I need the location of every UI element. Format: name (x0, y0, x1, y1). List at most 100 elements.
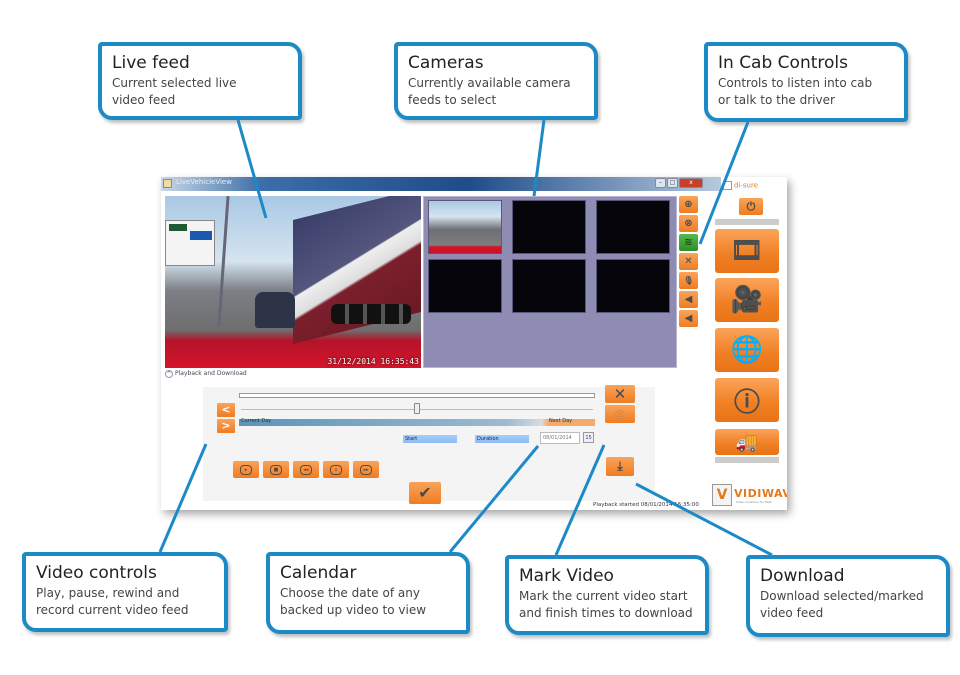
power-button[interactable]: ⏻ (739, 198, 763, 215)
scroll-down-bar[interactable] (715, 457, 779, 463)
download-button[interactable]: ⤓ (606, 457, 634, 476)
next-day-button[interactable]: > (217, 419, 235, 433)
stop-icon: ■ (270, 464, 282, 475)
clear-mark-button[interactable]: ✕ (605, 385, 635, 403)
chevron-up-icon: ^ (165, 370, 173, 378)
microphone-icon: 🎙 (683, 276, 694, 285)
live-feed-view[interactable]: 31/12/2014 16:35:43 (165, 196, 421, 368)
globe-icon: 🌐 (730, 335, 764, 365)
chevron-left-icon: < (221, 403, 231, 416)
brand-logo: di-sure (723, 181, 771, 195)
feed-scene (165, 220, 215, 266)
power-icon: ⏻ (746, 200, 756, 213)
info-button[interactable]: ⓘ (715, 378, 779, 422)
close-button[interactable]: x (679, 178, 703, 188)
play-icon: ▸ (240, 464, 252, 475)
truck-icon: 🚚 (735, 431, 759, 453)
rewind-button[interactable]: ◂◂ (293, 461, 319, 478)
playback-section-toggle[interactable]: ^Playback and Download (165, 370, 247, 378)
play-button[interactable]: ▸ (233, 461, 259, 478)
film-reel-icon: ⊗ (684, 218, 693, 229)
logo-text: di-sure (734, 181, 759, 190)
calendar-icon[interactable]: 15 (583, 432, 594, 443)
previous-day-button[interactable]: < (217, 403, 235, 417)
zoom-in-button[interactable]: ⊕ (679, 196, 698, 213)
plus-circle-icon: ⊕ (684, 199, 693, 210)
window-controls: – □ x (655, 178, 703, 188)
date-input[interactable]: 08/01/2014 (540, 432, 580, 444)
speaker-icon: ◀ (684, 313, 693, 324)
current-day-label: Current Day (241, 418, 272, 424)
close-icon: ✕ (684, 256, 693, 267)
callout-desc: and finish times to download (519, 606, 693, 620)
callout-title: Video controls (36, 563, 157, 583)
scroll-up-bar[interactable] (715, 219, 779, 225)
listen-button[interactable]: ≋ (679, 234, 698, 251)
camera-tile-2[interactable] (512, 200, 586, 254)
camera-tile-6[interactable] (596, 259, 670, 313)
app-window: LiveVehicleView – □ x 31/12/2014 16:35:4… (161, 177, 787, 510)
minimize-button[interactable]: – (655, 178, 666, 188)
callout-calendar: Calendar Choose the date of any backed u… (266, 552, 470, 634)
next-day-label: Next Day (549, 418, 573, 424)
callout-live-feed: Live feed Current selected live video fe… (98, 42, 302, 120)
feed-scene (331, 304, 411, 324)
callout-desc: Controls to listen into cab (718, 76, 873, 90)
callout-download: Download Download selected/marked video … (746, 555, 950, 637)
checkmark-icon: ✔ (418, 483, 432, 502)
info-icon: ⓘ (733, 387, 760, 418)
mark-video-button[interactable]: ◎ (605, 405, 635, 423)
fast-forward-button[interactable]: ▸▸ (353, 461, 379, 478)
logo-icon (723, 181, 732, 190)
stop-button[interactable]: ■ (263, 461, 289, 478)
stop-listen-button[interactable]: ✕ (679, 253, 698, 270)
speaker-button-2[interactable]: ◀ (679, 310, 698, 327)
film-reel-icon: 🎞 (730, 236, 764, 266)
pause-button[interactable]: ॥ (323, 461, 349, 478)
callout-desc: or talk to the driver (718, 93, 835, 107)
callout-title: Calendar (280, 563, 357, 583)
section-label: Playback and Download (175, 370, 247, 377)
callout-desc: Play, pause, rewind and (36, 586, 180, 600)
camera-tile-5[interactable] (512, 259, 586, 313)
in-cab-controls: ⊕ ⊗ ≋ ✕ 🎙 ◀ ◀ (679, 196, 699, 329)
callout-desc: backed up video to view (280, 603, 427, 617)
pause-icon: ॥ (330, 464, 342, 475)
globe-button[interactable]: 🌐 (715, 328, 779, 372)
title-bar: LiveVehicleView – □ x (161, 177, 721, 191)
camera-tile-1[interactable] (428, 200, 502, 254)
callout-video-controls: Video controls Play, pause, rewind and r… (22, 552, 228, 632)
app-icon (163, 179, 172, 188)
callout-title: Cameras (408, 53, 484, 73)
camera-tile-3[interactable] (596, 200, 670, 254)
callout-desc: Choose the date of any (280, 586, 420, 600)
feed-timestamp: 31/12/2014 16:35:43 (327, 357, 419, 366)
camera-button[interactable]: 🎥 (715, 278, 779, 322)
start-field[interactable]: Start (403, 435, 457, 443)
callout-desc: Current selected live (112, 76, 237, 90)
callout-desc: video feed (760, 606, 824, 620)
callout-desc: Download selected/marked (760, 589, 924, 603)
vehicle-button[interactable]: 🚚 (715, 429, 779, 455)
callout-title: In Cab Controls (718, 53, 848, 73)
download-icon: ⤓ (617, 459, 623, 473)
callout-cameras: Cameras Currently available camera feeds… (394, 42, 598, 120)
time-slider-thumb[interactable] (414, 403, 420, 414)
talk-button[interactable]: 🎙 (679, 272, 698, 289)
callout-desc: record current video feed (36, 603, 189, 617)
video-reel-button[interactable]: 🎞 (715, 229, 779, 273)
video-camera-icon: 🎥 (730, 285, 764, 315)
logo-mark: V (712, 484, 732, 506)
right-sidebar: di-sure ⏻ 🎞 🎥 🌐 ⓘ 🚚 (709, 181, 783, 463)
day-timeline[interactable]: Current Day Next Day (239, 418, 595, 426)
fast-forward-icon: ▸▸ (360, 464, 372, 475)
confirm-button[interactable]: ✔ (409, 482, 441, 504)
chevron-right-icon: > (221, 419, 231, 432)
logo-tagline: Video solutions for fleet (736, 500, 772, 504)
feed-scene (217, 196, 230, 326)
maximize-button[interactable]: □ (667, 178, 678, 188)
duration-field[interactable]: Duration (475, 435, 529, 443)
speaker-button[interactable]: ◀ (679, 291, 698, 308)
reel-button[interactable]: ⊗ (679, 215, 698, 232)
camera-tile-4[interactable] (428, 259, 502, 313)
